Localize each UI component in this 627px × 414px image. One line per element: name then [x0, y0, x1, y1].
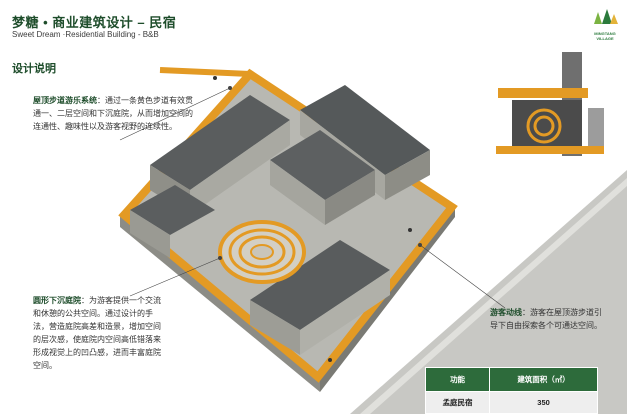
- courtyard-ring-3: [238, 235, 286, 269]
- leader-line-walkway: [119, 87, 231, 141]
- note-sunken-courtyard: 圆形下沉庭院：为游客提供一个交流和休憩的公共空间。通过设计的手法，营造庭院高差和…: [33, 294, 163, 372]
- note-visitor-route: 游客动线：游客在屋顶游步道引导下自由探索各个可通达空间。: [490, 306, 602, 332]
- street-surface: [350, 170, 627, 414]
- thumb-walkway-upper: [498, 88, 588, 98]
- table-cell: 350: [489, 391, 598, 414]
- site-edge-left: [120, 215, 320, 392]
- wall-south-front: [300, 270, 390, 355]
- note-body: ：通过一条黄色步道有效贯通一、二层空间和下沉庭院，从而增加空间的连通性、趣味性以…: [33, 96, 193, 131]
- leader-line-courtyard: [129, 257, 221, 297]
- section-title: 设计说明: [12, 63, 56, 75]
- section-thumbnail: [496, 52, 604, 156]
- leader-line-route: [419, 244, 506, 309]
- table-header-row: 功能 建筑面积（㎡）: [424, 367, 598, 392]
- wall-north-west-front: [190, 120, 290, 215]
- logo-text: MINGTANG VILLAGE: [594, 31, 616, 41]
- village-logo: MINGTANG VILLAGE: [588, 6, 622, 41]
- wall-north-east: [385, 150, 430, 200]
- person-figure: [213, 76, 217, 80]
- person-figure: [408, 228, 412, 232]
- person-figure: [328, 358, 332, 362]
- thumb-ring-inner: [533, 115, 555, 137]
- page-subtitle: Sweet Dream ·Residential Building - B&B: [12, 30, 159, 39]
- note-rooftop-walkway: 屋顶步道游乐系统：通过一条黄色步道有效贯通一、二层空间和下沉庭院，从而增加空间的…: [33, 94, 193, 133]
- wall-south: [250, 300, 300, 355]
- thumb-ring-outer: [526, 108, 562, 144]
- thumb-interior: [512, 100, 582, 146]
- note-body: ：游客在屋顶游步道引导下自由探索各个可通达空间。: [490, 308, 602, 330]
- wall-west: [130, 210, 170, 258]
- wall-center: [270, 160, 325, 225]
- note-heading: 游客动线: [490, 308, 522, 317]
- leader-dot-walkway: [228, 86, 232, 90]
- thumb-side-wall: [588, 108, 604, 146]
- leader-dot-courtyard: [218, 256, 222, 260]
- note-body: ：为游客提供一个交流和休憩的公共空间。通过设计的手法，营造庭院高差和造景，增加空…: [33, 296, 161, 370]
- page-title: 梦糖 • 商业建筑设计 – 民宿: [12, 15, 177, 30]
- note-heading: 圆形下沉庭院: [33, 296, 81, 305]
- table-header: 建筑面积（㎡）: [489, 367, 598, 392]
- roof-north-west: [150, 95, 290, 190]
- note-heading: 屋顶步道游乐系统: [33, 96, 97, 105]
- roof-north-east: [300, 85, 430, 175]
- table-header: 功能: [424, 367, 491, 392]
- leader-dot-route: [418, 243, 422, 247]
- tree-logo-icon: [594, 9, 618, 24]
- area-table: 功能 建筑面积（㎡） 孟庭民宿 350: [424, 367, 598, 414]
- wall-center-side: [325, 170, 375, 225]
- thumb-walkway-ground: [496, 146, 604, 154]
- roof-south: [250, 240, 390, 330]
- courtyard-ring-2: [228, 228, 296, 276]
- roof-west: [130, 185, 215, 235]
- courtyard-center: [250, 244, 274, 260]
- street-curb: [360, 178, 627, 414]
- roof-center: [270, 130, 375, 200]
- walkway-entry: [159, 67, 251, 77]
- table-row: 孟庭民宿 350: [424, 391, 598, 414]
- table-cell: 孟庭民宿: [424, 391, 491, 414]
